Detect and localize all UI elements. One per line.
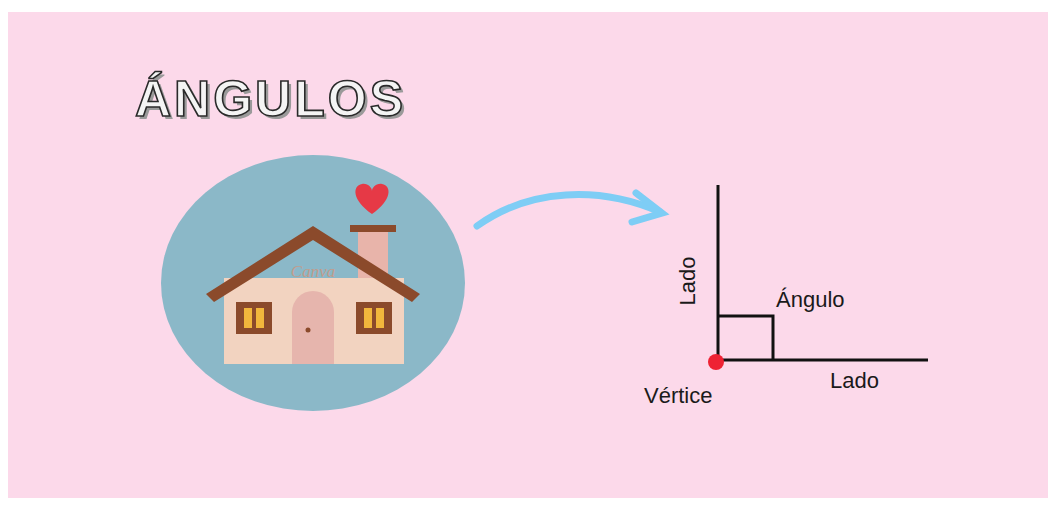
- angle-label: Ángulo: [776, 288, 845, 312]
- side-label: Lado: [830, 369, 879, 393]
- vertex-dot: [708, 354, 724, 370]
- background: [8, 12, 1048, 498]
- house-illustration: [206, 184, 420, 364]
- curved-arrow: [477, 193, 662, 226]
- title: ÁNGULOS: [135, 70, 406, 128]
- vertex-label: Vértice: [644, 384, 712, 408]
- circle: [161, 155, 465, 411]
- side-label: Lado: [676, 257, 700, 306]
- watermark: Canva: [291, 262, 335, 282]
- angle-figure: [717, 185, 928, 361]
